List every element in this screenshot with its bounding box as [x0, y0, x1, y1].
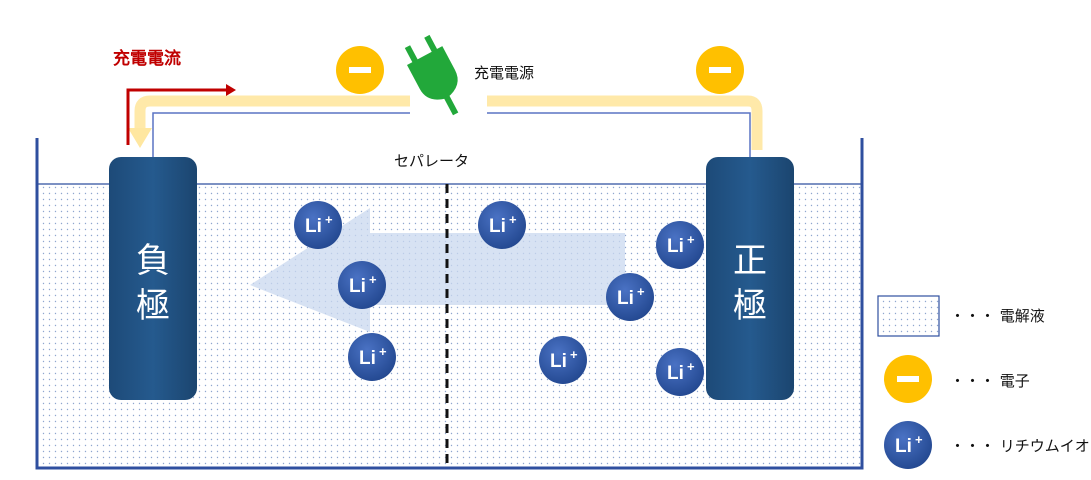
- ion-label: Li: [349, 276, 366, 297]
- ion-label: Li: [667, 236, 684, 257]
- svg-text:正: 正: [733, 241, 767, 281]
- ion-label: Li: [550, 351, 567, 372]
- charging-current-arrowhead: [226, 84, 236, 96]
- ion-label: Li: [617, 288, 634, 309]
- svg-text:負: 負: [136, 241, 170, 281]
- lithium-ion: Li+: [294, 201, 342, 249]
- electron: [336, 46, 384, 94]
- ion-charge: +: [687, 359, 695, 374]
- ion-label: Li: [489, 216, 506, 237]
- ion-charge: +: [687, 232, 695, 247]
- legend: ・・・ 電解液 ・・・ 電子 Li+ ・・・ リチウムイオン: [877, 295, 1091, 469]
- charging-current-arrow: [126, 88, 228, 145]
- charging-current-label: 充電電流: [113, 48, 181, 69]
- container: [35, 138, 864, 470]
- legend-electrolyte-swatch: [877, 295, 940, 337]
- wire: [152, 112, 751, 157]
- ion-label: Li: [895, 436, 912, 457]
- ion-label: Li: [359, 348, 376, 369]
- ion-charge: +: [509, 212, 517, 227]
- svg-text:極: 極: [733, 286, 767, 326]
- lithium-ion: Li+: [478, 201, 526, 249]
- electron-flow-arrow: [134, 95, 763, 150]
- ion-charge: +: [570, 347, 578, 362]
- lithium-ion: Li+: [539, 336, 587, 384]
- negative-electrode: 負 極: [109, 157, 197, 400]
- ion-charge: +: [369, 272, 377, 287]
- positive-electrode: 正 極: [706, 157, 794, 400]
- separator-label: セパレータ: [394, 152, 469, 170]
- electron-flow-arrowhead: [128, 128, 152, 148]
- ion-charge: +: [637, 284, 645, 299]
- legend-electron-swatch: [884, 355, 932, 403]
- legend-electron-label: ・・・ 電子: [950, 372, 1030, 390]
- ion-flow-arrow: [250, 208, 625, 332]
- legend-electrolyte-label: ・・・ 電解液: [950, 307, 1045, 325]
- lithium-ion: Li+: [606, 273, 654, 321]
- svg-text:極: 極: [136, 286, 170, 326]
- legend-ion-label: ・・・ リチウムイオン: [950, 437, 1091, 455]
- ion-charge: +: [325, 212, 333, 227]
- electron: [696, 46, 744, 94]
- ion-charge: +: [379, 344, 387, 359]
- lithium-ion: Li+: [656, 221, 704, 269]
- plug-icon: [404, 34, 459, 116]
- ion-label: Li: [305, 216, 322, 237]
- power-source-label: 充電電源: [474, 64, 534, 82]
- lithium-ion: Li+: [338, 261, 386, 309]
- ion-label: Li: [667, 363, 684, 384]
- ion-charge: +: [915, 432, 923, 447]
- lithium-ion: Li+: [656, 348, 704, 396]
- legend-ion-swatch: Li+: [884, 421, 932, 469]
- lithium-ion: Li+: [348, 333, 396, 381]
